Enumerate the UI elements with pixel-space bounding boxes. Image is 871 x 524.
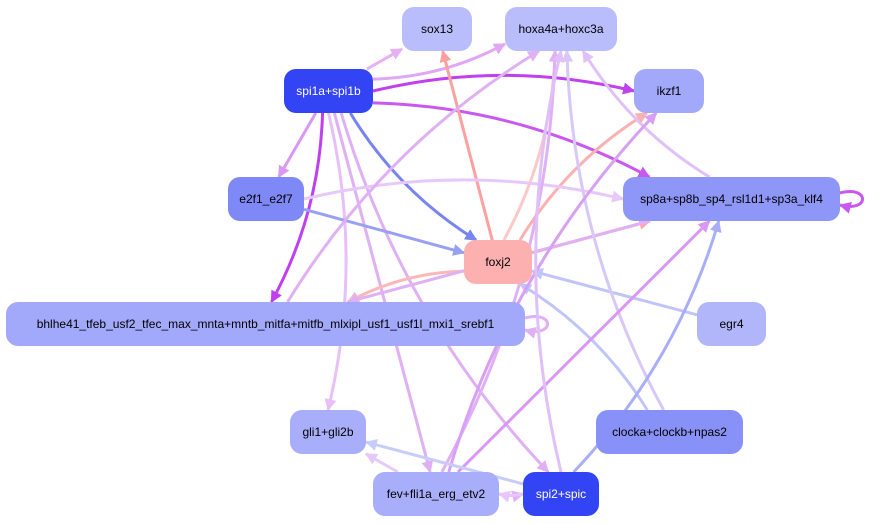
- edge-e2f1-to-sp8a: [303, 178, 625, 203]
- edge-bhlhe41-to-hoxa4a: [286, 49, 540, 303]
- edge-foxj2-to-sox13: [439, 49, 494, 241]
- node-label: spi2+spic: [535, 487, 587, 501]
- node-label: hoxa4a+hoxc3a: [518, 22, 604, 36]
- node-label: e2f1_e2f7: [239, 192, 293, 206]
- node-spi2-spic[interactable]: spi2+spic: [523, 472, 599, 516]
- node-sp8a-sp8b-sp4-rsl1d1-sp3a-klf4[interactable]: sp8a+sp8b_sp4_rsl1d1+sp3a_klf4: [623, 177, 840, 221]
- edge-spi1a-to-hoxa4a: [372, 42, 507, 81]
- node-fev-fli1a-erg-etv2[interactable]: fev+fli1a_erg_etv2: [373, 472, 499, 516]
- edge-spi1a-to-sox13: [366, 47, 404, 71]
- edge-spi1a-to-gli1: [324, 112, 348, 412]
- node-label: sp8a+sp8b_sp4_rsl1d1+sp3a_klf4: [640, 192, 823, 206]
- node-label: gli1+gli2b: [302, 425, 354, 439]
- node-egr4[interactable]: egr4: [697, 302, 766, 346]
- node-label: clocka+clockb+npas2: [612, 425, 727, 439]
- node-label: ikzf1: [656, 84, 682, 98]
- node-clocka-clockb-npas2[interactable]: clocka+clockb+npas2: [596, 410, 743, 454]
- edge-spi2-to-gli1: [364, 439, 524, 486]
- edge-foxj2-to-ikzf1: [518, 111, 649, 241]
- node-ikzf1[interactable]: ikzf1: [634, 69, 704, 113]
- node-label: sox13: [420, 22, 454, 36]
- edge-spi1a-to-foxj2: [349, 112, 478, 242]
- node-e2f1-e2f7[interactable]: e2f1_e2f7: [228, 177, 304, 221]
- node-spi1a-spi1b[interactable]: spi1a+spi1b: [284, 69, 373, 113]
- node-bhlhe41-complex[interactable]: bhlhe41_tfeb_usf2_tfec_max_mnta+mntb_mit…: [6, 302, 525, 346]
- node-sox13[interactable]: sox13: [402, 7, 472, 51]
- edge-spi2-to-hoxa4a: [534, 49, 565, 473]
- edge-fev-to-gli1: [364, 452, 399, 474]
- edge-fev-to-ikzf1: [447, 111, 658, 473]
- edge-e2f1-to-foxj2: [303, 207, 466, 256]
- node-hoxa4a-hoxc3a[interactable]: hoxa4a+hoxc3a: [505, 7, 617, 51]
- node-gli1-gli2b[interactable]: gli1+gli2b: [290, 410, 366, 454]
- node-label: bhlhe41_tfeb_usf2_tfec_max_mnta+mntb_mit…: [36, 317, 495, 331]
- edge-clocka-to-hoxa4a: [561, 49, 665, 411]
- node-label: spi1a+spi1b: [296, 84, 361, 98]
- edge-bhlhe41-to-bhlhe41: [523, 315, 549, 339]
- edge-foxj2-to-bhlhe41: [346, 269, 465, 304]
- node-label: foxj2: [485, 255, 511, 269]
- node-foxj2[interactable]: foxj2: [464, 240, 532, 284]
- node-label: fev+fli1a_erg_etv2: [386, 487, 486, 501]
- edge-egr4-to-foxj2: [530, 268, 698, 317]
- edge-sp8a-to-hoxa4a: [581, 49, 711, 179]
- edge-spi1a-to-ikzf1: [372, 73, 636, 95]
- edge-fev-to-sp8a: [456, 219, 711, 474]
- edge-sp8a-to-sp8a: [838, 190, 864, 214]
- node-label: egr4: [719, 317, 744, 331]
- edge-spi1a-to-e2f1: [277, 112, 318, 179]
- edge-spi2-to-fev: [497, 490, 524, 503]
